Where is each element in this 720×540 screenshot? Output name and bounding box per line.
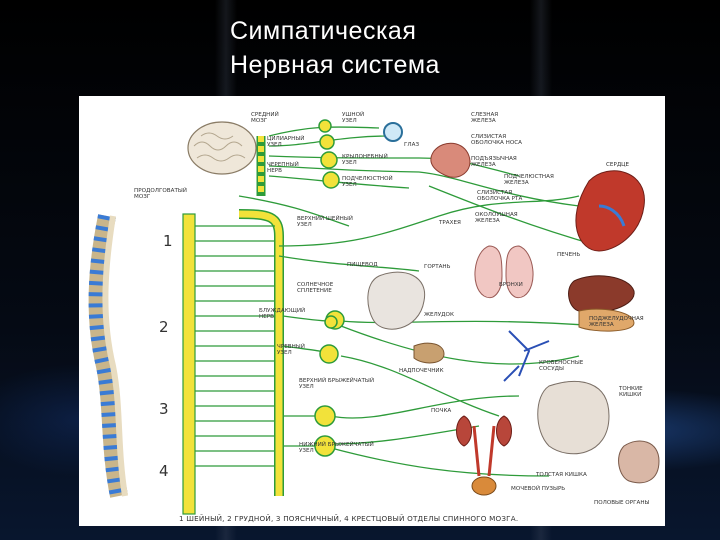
label-vagus-nerve: БЛУЖДАЮЩИЙ НЕРВ [259, 308, 306, 321]
label-nasal-mucosa: СЛИЗИСТАЯ ОБОЛОЧКА НОСА [471, 134, 523, 147]
label-heart: СЕРДЦЕ [606, 162, 630, 168]
label-solar-plexus: СОЛНЕЧНОЕ СПЛЕТЕНИЕ [297, 282, 334, 295]
region-number-3: 3 [159, 400, 169, 418]
spine-illustration [88, 214, 128, 498]
label-pterygopalatine-node: КРЫЛОНЕБНЫЙ УЗЕЛ [342, 154, 388, 167]
ganglia [314, 119, 345, 457]
label-liver: ПЕЧЕНЬ [557, 252, 581, 258]
diagram-graphics [88, 119, 660, 515]
slide-title: Симпатическая Нервная система [230, 14, 440, 82]
label-bladder: МОЧЕВОЙ ПУЗЫРЬ [511, 486, 566, 492]
organ-illustrations [367, 142, 660, 496]
label-upper-cervical-node: ВЕРХНИЙ ШЕЙНЫЙ УЗЕЛ [297, 216, 353, 229]
label-sublingual-gland: ПОДЪЯЗЫЧНАЯ ЖЕЛЕЗА [471, 156, 517, 169]
label-blood-vessels: КРОВЕНОСНЫЕ СОСУДЫ [539, 360, 584, 373]
spinal-cord [182, 136, 284, 515]
region-number-1: 1 [163, 232, 173, 250]
diagram-caption: 1 ШЕЙНЫЙ, 2 ГРУДНОЙ, 3 ПОЯСНИЧНЫЙ, 4 КРЕ… [179, 514, 519, 523]
label-celiac-node: ЧРЕВНЫЙ УЗЕЛ [277, 344, 305, 357]
label-stomach: ЖЕЛУДОК [424, 312, 454, 318]
label-ear-node: УШНОЙ УЗЕЛ [342, 112, 365, 125]
label-genitals: ПОЛОВЫЕ ОРГАНЫ [594, 500, 650, 506]
label-esophagus: ПИЩЕВОД [347, 262, 378, 268]
label-middle-brain: СРЕДНИЙ МОЗГ [251, 112, 279, 125]
label-larynx: ГОРТАНЬ [424, 264, 451, 270]
label-cranial-nerve: ЧЕРЕПНЫЙ НЕРВ [267, 162, 299, 175]
title-line-2: Нервная система [230, 51, 440, 79]
label-submandibular-node: ПОДЧЕЛЮСТНОЙ УЗЕЛ [342, 176, 393, 189]
brain-illustration [187, 121, 257, 175]
region-number-2: 2 [159, 318, 169, 336]
label-ciliary-node: ЦИЛИАРНЫЙ УЗЕЛ [267, 136, 305, 149]
label-trachea: ТРАХЕЯ [439, 220, 461, 226]
label-small-intestine: ТОНКИЕ КИШКИ [619, 386, 643, 399]
label-large-intestine: ТОЛСТАЯ КИШКА [536, 472, 587, 478]
region-number-4: 4 [159, 462, 169, 480]
nervous-system-diagram: СРЕДНИЙ МОЗГ ЦИЛИАРНЫЙ УЗЕЛ УШНОЙ УЗЕЛ Ч… [79, 96, 665, 526]
eye-icon [383, 122, 403, 142]
label-upper-mesenteric-node: ВЕРХНИЙ БРЫЖЕЙЧАТЫЙ УЗЕЛ [299, 378, 375, 391]
label-medulla: ПРОДОЛГОВАТЫЙ МОЗГ [134, 188, 187, 201]
title-line-1: Симпатическая [230, 17, 417, 45]
label-submandibular-gland: ПОДЧЕЛЮСТНАЯ ЖЕЛЕЗА [504, 174, 554, 187]
label-lacrimal-gland: СЛЕЗНАЯ ЖЕЛЕЗА [471, 112, 499, 125]
label-parotid-gland: ОКОЛОУШНАЯ ЖЕЛЕЗА [475, 212, 518, 225]
label-kidney: ПОЧКА [431, 408, 452, 414]
label-adrenal: НАДПОЧЕЧНИК [399, 368, 444, 374]
label-lower-mesenteric-node: НИЖНИЙ БРЫЖЕЙЧАТЫЙ УЗЕЛ [299, 442, 374, 455]
nerve-fibres [195, 126, 600, 477]
label-pancreas: ПОДЖЕЛУДОЧНАЯ ЖЕЛЕЗА [589, 316, 644, 329]
label-oral-mucosa: СЛИЗИСТАЯ ОБОЛОЧКА РТА [477, 190, 523, 203]
label-eye: ГЛАЗ [404, 142, 420, 148]
label-bronchi: БРОНХИ [499, 282, 523, 288]
